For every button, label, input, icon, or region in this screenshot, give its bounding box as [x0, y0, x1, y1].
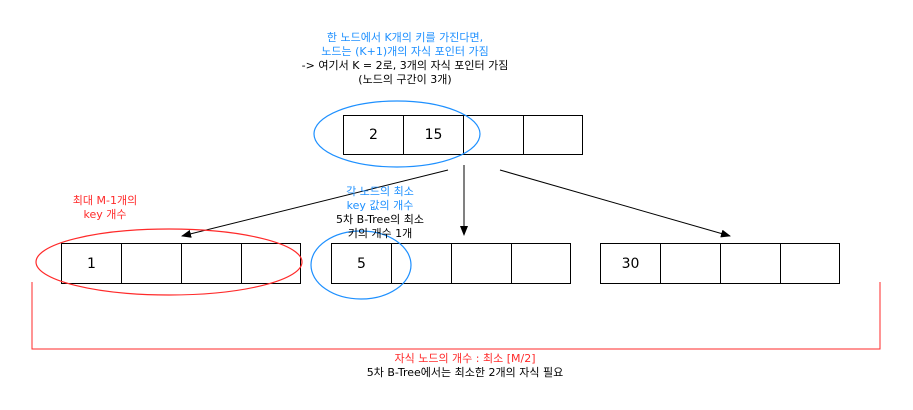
right-key-cell — [660, 243, 721, 284]
left-key-cell — [121, 243, 182, 284]
root-key-cell: 2 — [343, 115, 404, 155]
middle-key-cell: 5 — [331, 243, 392, 284]
max-keys-note: 최대 M-1개의 key 개수 — [45, 194, 165, 222]
root-key-cell: 15 — [403, 115, 464, 155]
max-keys-note-line1: 최대 M-1개의 — [72, 194, 138, 207]
top-note-line4: (노드의 구간이 3개) — [358, 73, 452, 86]
arrow-to-left-node — [181, 169, 449, 238]
root-key-cell — [463, 115, 524, 155]
top-note-line2: 노드는 (K+1)개의 자식 포인터 가짐 — [321, 45, 489, 58]
children-count-bracket — [31, 282, 881, 350]
left-key-cell — [241, 243, 301, 284]
arrow-to-right-node — [499, 169, 731, 238]
middle-key-cell — [511, 243, 571, 284]
right-key-cell: 30 — [600, 243, 661, 284]
left-key-cell — [181, 243, 242, 284]
top-note: 한 노드에서 K개의 키를 가진다면, 노드는 (K+1)개의 자식 포인터 가… — [290, 31, 520, 87]
min-keys-note-line4: 키의 개수 1개 — [347, 227, 413, 240]
min-keys-note: 각 노드의 최소 key 값의 개수 5차 B-Tree의 최소 키의 개수 1… — [320, 185, 440, 241]
middle-key-cell — [391, 243, 452, 284]
min-keys-note-line2: key 값의 개수 — [346, 199, 414, 212]
root-key-cell — [523, 115, 583, 155]
middle-key-cell — [451, 243, 512, 284]
top-note-line3: -> 여기서 K = 2로, 3개의 자식 포인터 가짐 — [301, 59, 509, 72]
right-key-cell — [720, 243, 781, 284]
children-count-note-line1: 자식 노드의 개수 : 최소 [M/2] — [394, 352, 536, 365]
left-key-cell: 1 — [61, 243, 122, 284]
min-keys-note-line3: 5차 B-Tree의 최소 — [336, 213, 424, 226]
top-note-line1: 한 노드에서 K개의 키를 가진다면, — [326, 31, 484, 44]
children-count-note: 자식 노드의 개수 : 최소 [M/2] 5차 B-Tree에서는 최소한 2개… — [340, 352, 590, 380]
right-key-cell — [780, 243, 840, 284]
max-keys-note-line2: key 개수 — [83, 208, 127, 221]
children-count-note-line2: 5차 B-Tree에서는 최소한 2개의 자식 필요 — [366, 366, 564, 379]
min-keys-note-line1: 각 노드의 최소 — [346, 185, 414, 198]
